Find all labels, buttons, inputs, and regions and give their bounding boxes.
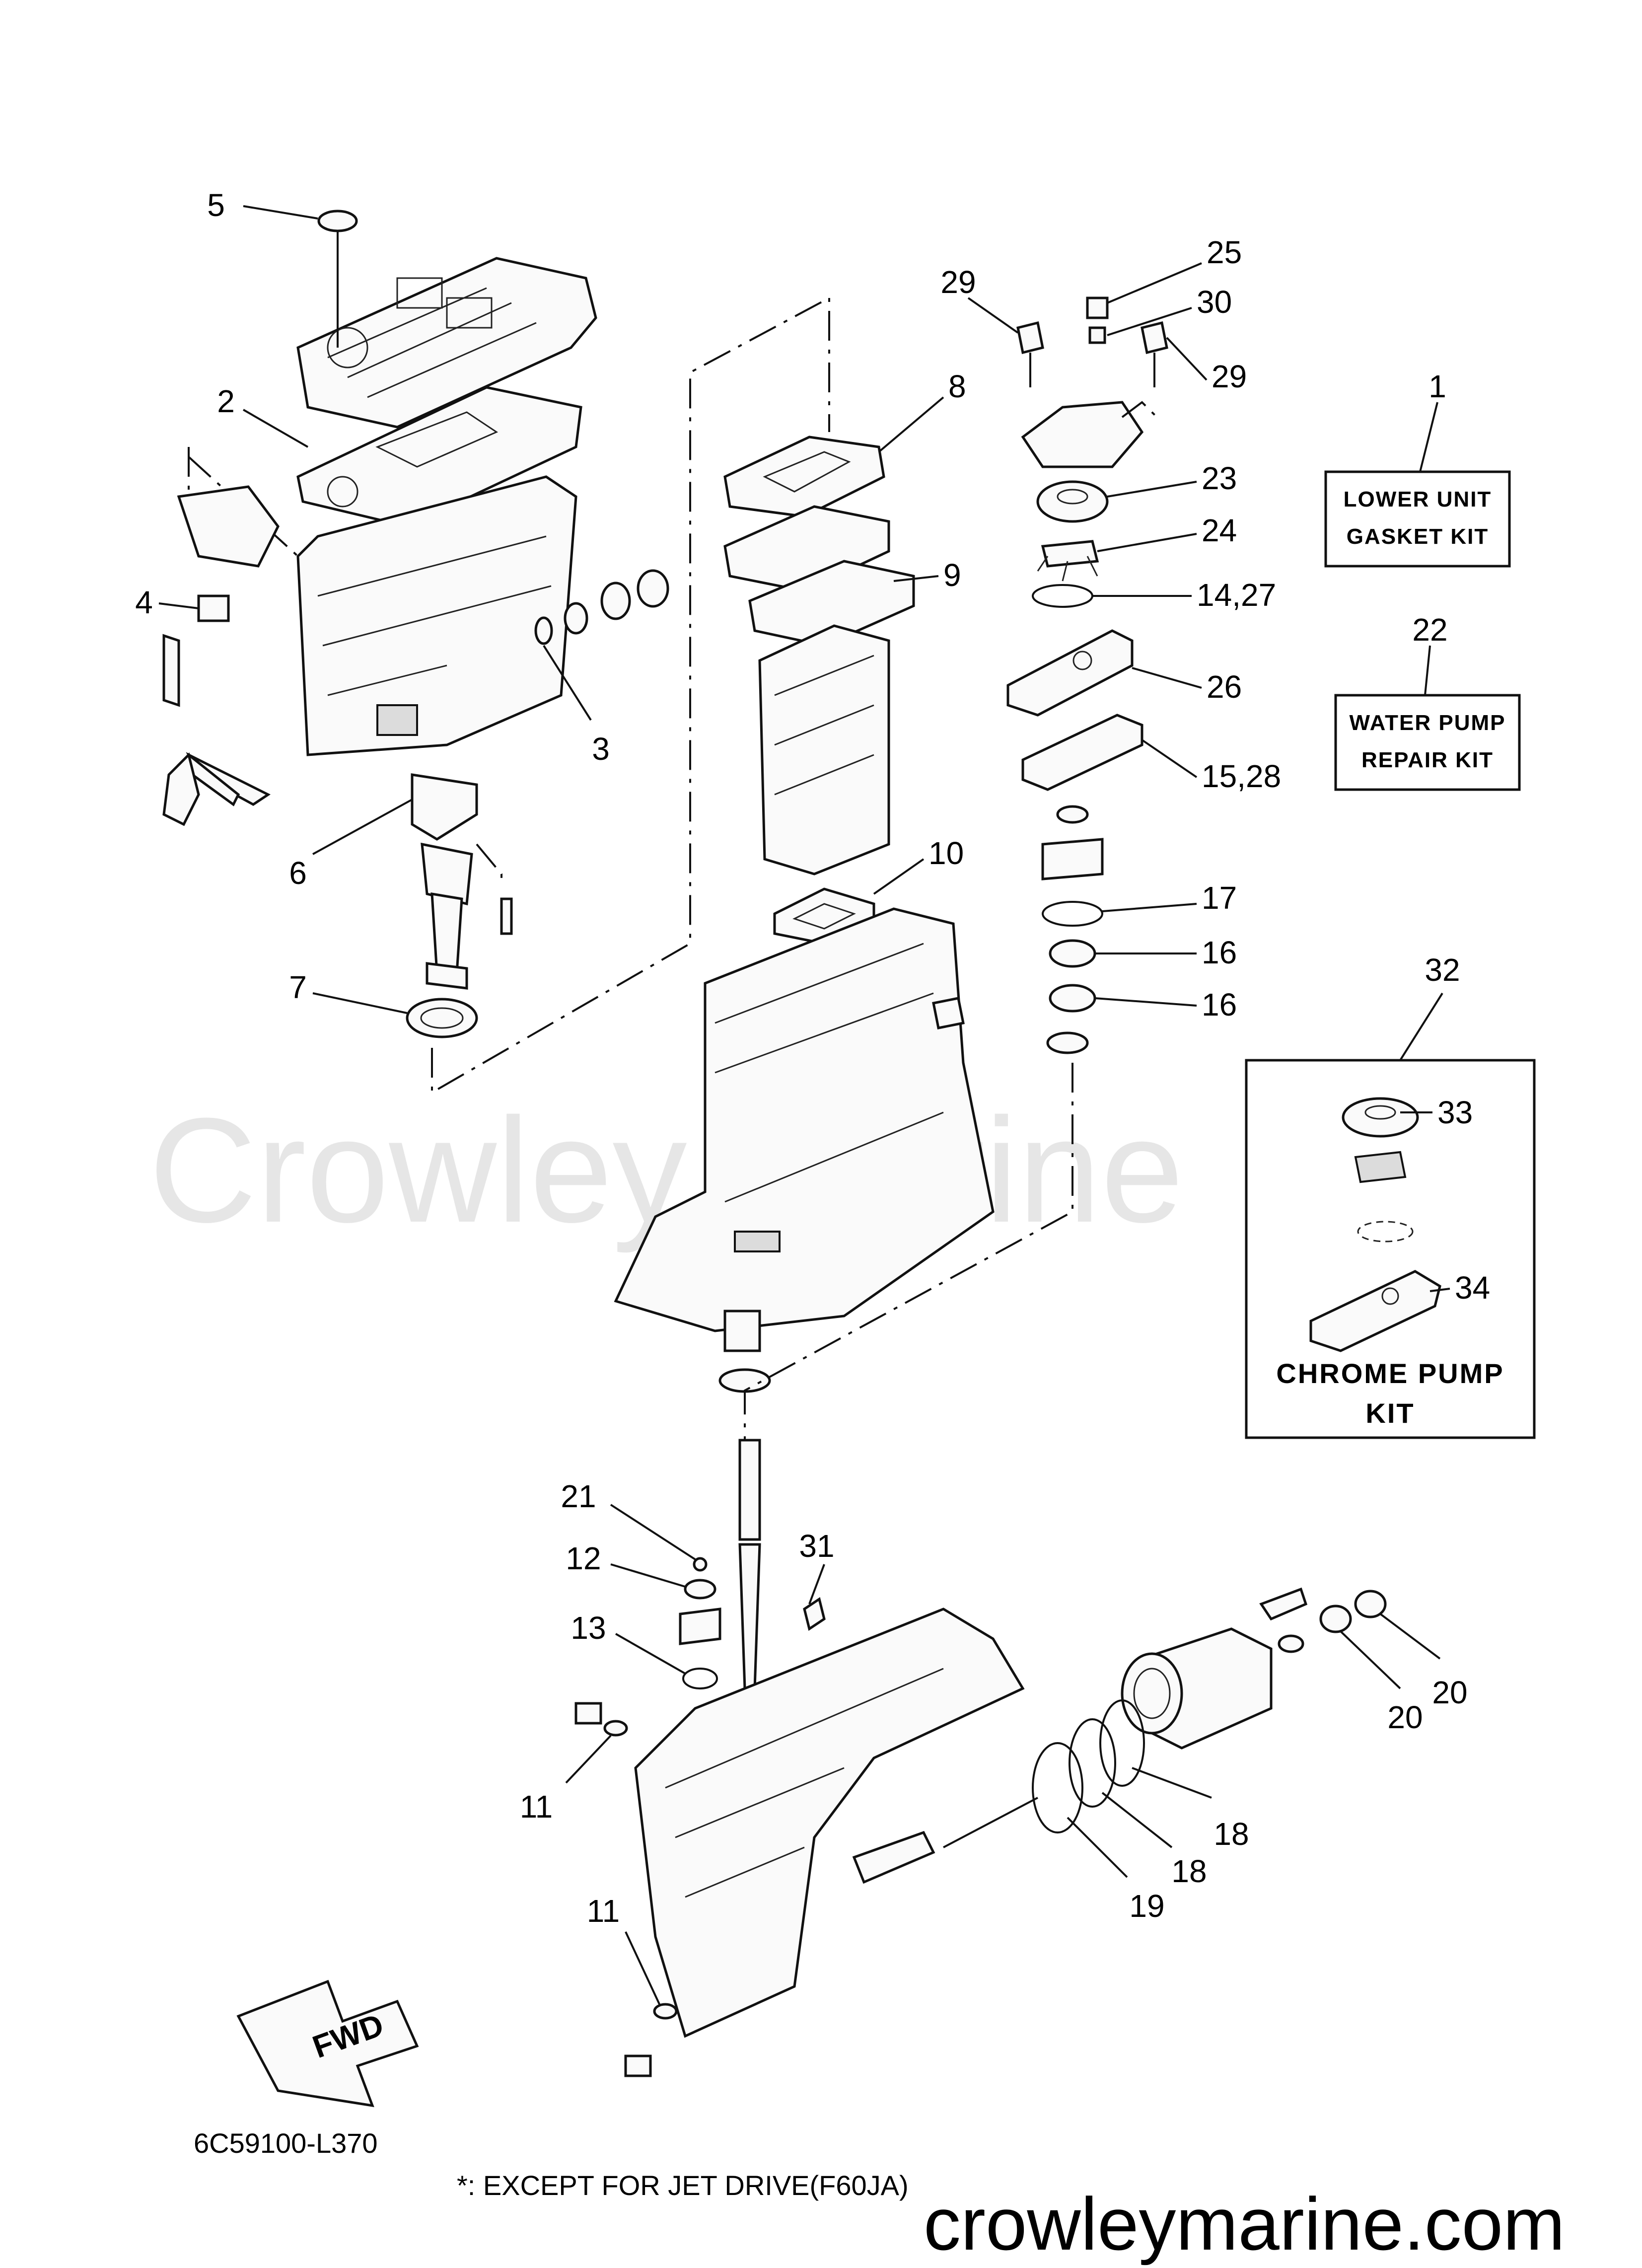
diagram-code: 6C59100-L370 — [194, 2127, 378, 2159]
callout-24: 24 — [1202, 512, 1237, 548]
callout-9: 9 — [943, 557, 961, 593]
callout-34: 34 — [1455, 1270, 1490, 1306]
footnote: *: EXCEPT FOR JET DRIVE(F60JA) — [457, 2170, 909, 2201]
callout-22: 22 — [1412, 612, 1447, 648]
water-pump-repair-kit-box: WATER PUMP REPAIR KIT 22 — [1334, 612, 1521, 791]
callout-23: 23 — [1202, 460, 1237, 496]
lower-unit-kit-line1: LOWER UNIT — [1344, 487, 1492, 512]
callout-12: 12 — [566, 1540, 601, 1576]
callout-8: 8 — [948, 368, 966, 404]
chrome-pump-kit-line1: CHROME PUMP — [1276, 1358, 1504, 1389]
callout-labels: 5 2 4 3 6 7 8 9 10 29 25 30 29 — [135, 187, 1468, 2007]
callout-17: 17 — [1202, 880, 1237, 916]
callout-30: 30 — [1197, 284, 1232, 320]
callout-32: 32 — [1425, 952, 1460, 988]
callout-20-left: 20 — [1387, 1699, 1423, 1735]
callout-3: 3 — [592, 731, 610, 767]
callout-6: 6 — [289, 855, 307, 891]
callout-4: 4 — [135, 585, 153, 620]
callout-19: 19 — [1129, 1888, 1164, 1924]
chrome-pump-kit-line2: KIT — [1365, 1397, 1415, 1429]
callout-16-lower: 16 — [1202, 987, 1237, 1023]
callout-5: 5 — [207, 187, 225, 223]
callout-26: 26 — [1207, 669, 1242, 705]
gearcase-assembly — [574, 1439, 1387, 2077]
callout-14-27: 14,27 — [1197, 577, 1276, 613]
water-pump-assembly — [744, 296, 1168, 1440]
water-pump-kit-line1: WATER PUMP — [1350, 711, 1506, 735]
callout-31: 31 — [799, 1528, 834, 1564]
water-pump-kit-line2: REPAIR KIT — [1361, 748, 1494, 772]
callout-11-upper: 11 — [520, 1789, 553, 1825]
callout-11-lower: 11 — [587, 1893, 620, 1929]
callout-15-28: 15,28 — [1202, 758, 1281, 794]
callout-20-right: 20 — [1432, 1675, 1467, 1710]
callout-25: 25 — [1207, 234, 1242, 270]
callout-18-right: 18 — [1214, 1816, 1249, 1852]
callout-16-upper: 16 — [1202, 935, 1237, 970]
website-text: crowleymarine.com — [924, 2182, 1565, 2266]
callout-33: 33 — [1437, 1095, 1473, 1130]
callout-18-left: 18 — [1171, 1853, 1207, 1889]
forward-direction-arrow: FWD — [236, 1979, 419, 2108]
callout-7: 7 — [289, 969, 307, 1005]
callout-1: 1 — [1428, 368, 1446, 404]
callout-10: 10 — [928, 835, 964, 871]
drive-shaft-housing-assembly — [614, 436, 995, 1393]
chrome-pump-kit-box: 32 33 34 CHROME PUMP KIT — [1245, 952, 1536, 1439]
callout-29-right: 29 — [1212, 359, 1247, 394]
callout-2: 2 — [217, 383, 235, 419]
lower-unit-kit-line2: GASKET KIT — [1347, 524, 1489, 549]
callout-29-left: 29 — [940, 264, 976, 300]
callout-13: 13 — [571, 1610, 606, 1646]
upper-casing-assembly — [162, 257, 830, 1095]
callout-21: 21 — [561, 1478, 596, 1514]
lower-unit-gasket-kit-box: LOWER UNIT GASKET KIT 1 — [1324, 368, 1511, 568]
